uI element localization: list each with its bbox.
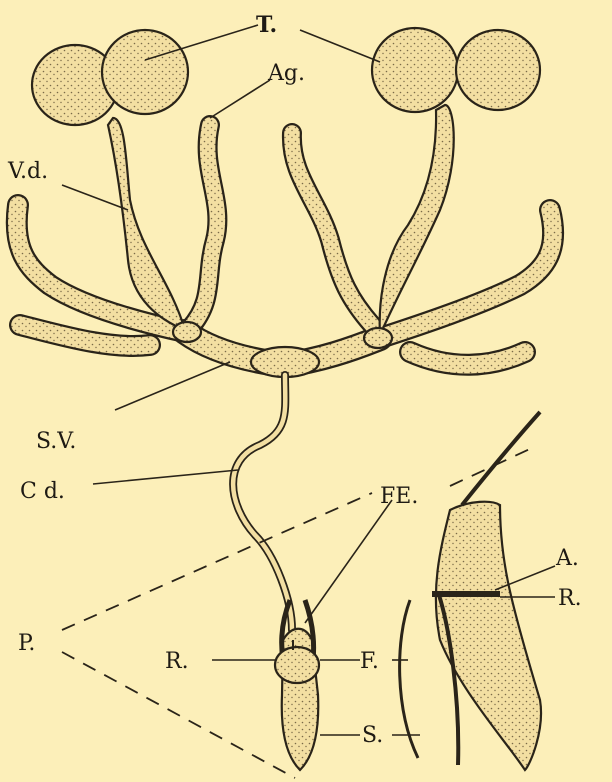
left-junction [173,322,201,342]
label-p: P. [18,631,35,656]
left-vas-deferens [108,118,185,330]
penis-side [400,412,541,770]
right-testis-outer [456,30,540,110]
right-testis-inner [372,28,458,112]
label-a: A. [555,546,579,571]
label-fe: FE. [380,484,418,509]
label-vas-deferens: V.d. [7,159,48,184]
label-r-left: R. [165,649,189,674]
label-testes: T. [256,12,277,38]
left-testis-inner [102,30,188,114]
label-r-right: R. [558,586,582,611]
tubules [17,125,553,365]
right-junction [364,328,392,348]
right-vas-deferens [380,105,454,335]
label-seminal-vesicle: S.V. [36,429,76,454]
label-f: F. [360,649,379,674]
label-accessory-gland: Ag. [267,61,305,86]
penis-center [275,600,319,770]
label-s: S. [362,723,383,748]
label-common-duct: C d. [20,479,65,504]
